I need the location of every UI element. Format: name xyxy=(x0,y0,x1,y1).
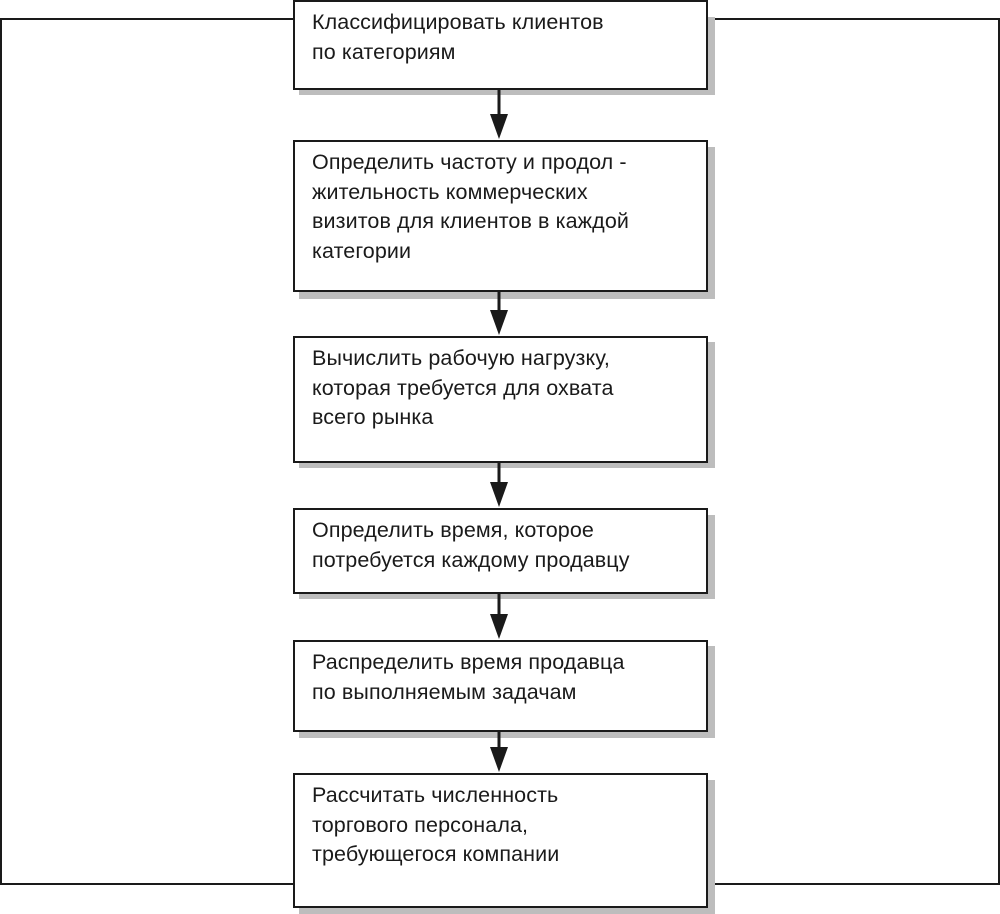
step-3-box: Вычислить рабочую нагрузку, которая треб… xyxy=(293,336,708,463)
step-1-box: Классифицировать клиентов по категориям xyxy=(293,0,708,90)
step-2-box: Определить частоту и продол - жительност… xyxy=(293,140,708,292)
arrow-1-2-head xyxy=(490,114,508,139)
loop-connector-left xyxy=(0,18,294,885)
arrow-4-5-head xyxy=(490,614,508,639)
arrow-2-3-head xyxy=(490,310,508,335)
step-4-box: Определить время, которое потребуется ка… xyxy=(293,508,708,594)
step-6-box: Рассчитать численность торгового персона… xyxy=(293,773,708,908)
arrow-5-6-head xyxy=(490,747,508,772)
arrow-3-4-head xyxy=(490,482,508,507)
step-5-box: Распределить время продавца по выполняем… xyxy=(293,640,708,732)
loop-connector-right xyxy=(708,18,1000,885)
